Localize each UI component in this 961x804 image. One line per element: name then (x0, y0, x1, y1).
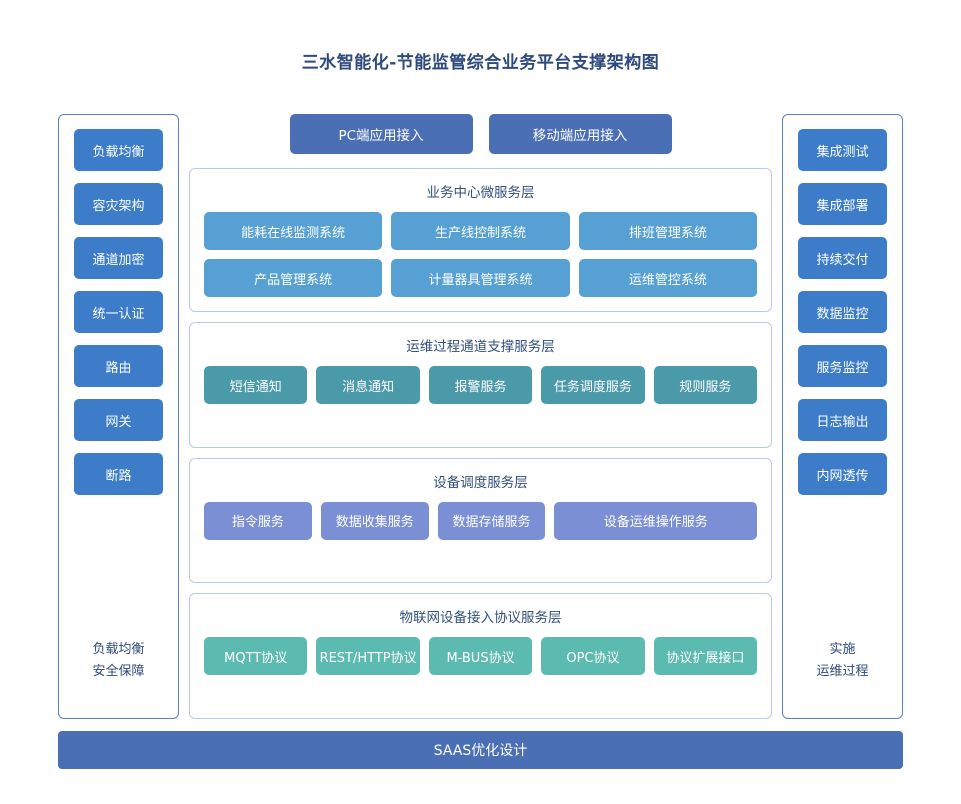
sidebar-item-unified-auth[interactable]: 统一认证 (74, 291, 163, 333)
sidebar-item-integration-test[interactable]: 集成测试 (798, 129, 887, 171)
node-data-storage-service[interactable]: 数据存储服务 (437, 501, 546, 540)
sidebar-item-gateway[interactable]: 网关 (74, 399, 163, 441)
page-title: 三水智能化-节能监管综合业务平台支撑架构图 (301, 53, 660, 73)
node-metering-device-management-system[interactable]: 计量器具管理系统 (391, 259, 570, 297)
sidebar-item-service-monitoring[interactable]: 服务监控 (798, 345, 887, 387)
left-caption-line-1: 负载均衡 (92, 642, 145, 658)
right-sidebar: 集成测试 集成部署 持续交付 数据监控 服务监控 日志输出 内网透传 实施 运维… (782, 114, 903, 719)
left-sidebar: 负载均衡 容灾架构 通道加密 统一认证 路由 网关 断路 负载均衡 安全保障 (58, 114, 179, 719)
sidebar-item-continuous-delivery[interactable]: 持续交付 (798, 237, 887, 279)
layer-device-scheduling: 设备调度服务层 指令服务 数据收集服务 数据存储服务 设备运维操作服务 (189, 457, 772, 584)
node-alarm-service[interactable]: 报警服务 (428, 366, 533, 404)
layer-nodes-ops: 短信通知 消息通知 报警服务 任务调度服务 规则服务 (204, 366, 758, 404)
layer-nodes-device: 指令服务 数据收集服务 数据存储服务 设备运维操作服务 (204, 501, 757, 540)
node-mbus-protocol[interactable]: M-BUS协议 (428, 637, 533, 676)
node-command-service[interactable]: 指令服务 (204, 501, 312, 540)
access-buttons-row: PC端应用接入 移动端应用接入 (189, 114, 772, 154)
node-opc-protocol[interactable]: OPC协议 (541, 637, 645, 676)
node-protocol-extension-interface[interactable]: 协议扩展接口 (653, 637, 758, 676)
sidebar-item-intranet-tunneling[interactable]: 内网透传 (798, 453, 887, 495)
node-rule-service[interactable]: 规则服务 (653, 366, 758, 404)
node-production-line-control-system[interactable]: 生产线控制系统 (391, 212, 570, 250)
layer-ops-channel-support: 运维过程通道支撑服务层 短信通知 消息通知 报警服务 任务调度服务 规则服务 (189, 322, 772, 448)
sidebar-item-routing[interactable]: 路由 (74, 345, 163, 387)
layer-title-iot: 物联网设备接入协议服务层 (399, 610, 562, 627)
diagram-body: 负载均衡 容灾架构 通道加密 统一认证 路由 网关 断路 负载均衡 安全保障 P… (58, 114, 903, 720)
node-message-notification[interactable]: 消息通知 (316, 366, 420, 404)
right-caption-line-2: 运维过程 (816, 663, 869, 679)
layer-nodes-iot: MQTT协议 REST/HTTP协议 M-BUS协议 OPC协议 协议扩展接口 (204, 637, 758, 676)
pc-access-button[interactable]: PC端应用接入 (289, 114, 473, 154)
center-column: PC端应用接入 移动端应用接入 业务中心微服务层 能耗在线监测系统 生产线控制系… (189, 114, 772, 720)
layer-title-device: 设备调度服务层 (433, 474, 528, 491)
sidebar-item-log-output[interactable]: 日志输出 (798, 399, 887, 441)
sidebar-item-data-monitoring[interactable]: 数据监控 (798, 291, 887, 333)
sidebar-item-integration-deploy[interactable]: 集成部署 (798, 183, 887, 225)
right-sidebar-caption: 实施 运维过程 (816, 639, 868, 708)
layer-title-ops: 运维过程通道支撑服务层 (406, 339, 555, 355)
left-caption-line-2: 安全保障 (92, 663, 145, 679)
node-task-scheduling-service[interactable]: 任务调度服务 (541, 366, 645, 404)
node-ops-control-system[interactable]: 运维管控系统 (578, 259, 757, 297)
sidebar-item-disaster-recovery[interactable]: 容灾架构 (74, 183, 163, 225)
node-device-ops-operation-service[interactable]: 设备运维操作服务 (554, 501, 757, 540)
node-product-management-system[interactable]: 产品管理系统 (204, 259, 383, 297)
node-energy-monitoring-system[interactable]: 能耗在线监测系统 (204, 212, 383, 250)
sidebar-item-circuit-breaker[interactable]: 断路 (74, 453, 163, 495)
node-shift-management-system[interactable]: 排班管理系统 (578, 212, 757, 250)
node-mqtt-protocol[interactable]: MQTT协议 (204, 637, 308, 676)
sidebar-item-channel-encryption[interactable]: 通道加密 (74, 237, 163, 279)
sidebar-item-load-balance[interactable]: 负载均衡 (74, 129, 163, 171)
layer-title-business: 业务中心微服务层 (426, 185, 535, 201)
mobile-access-button[interactable]: 移动端应用接入 (488, 114, 672, 154)
layer-nodes-business: 能耗在线监测系统 生产线控制系统 排班管理系统 产品管理系统 计量器具管理系统 … (204, 212, 757, 297)
layer-business-microservices: 业务中心微服务层 能耗在线监测系统 生产线控制系统 排班管理系统 产品管理系统 … (189, 168, 772, 312)
node-data-collection-service[interactable]: 数据收集服务 (320, 501, 429, 540)
left-sidebar-caption: 负载均衡 安全保障 (92, 639, 144, 708)
saas-optimization-bar[interactable]: SAAS优化设计 (58, 731, 903, 769)
node-rest-http-protocol[interactable]: REST/HTTP协议 (316, 637, 420, 676)
right-caption-line-1: 实施 (829, 642, 856, 658)
node-sms-notification[interactable]: 短信通知 (204, 366, 308, 404)
layer-iot-protocol: 物联网设备接入协议服务层 MQTT协议 REST/HTTP协议 M-BUS协议 … (189, 593, 772, 720)
